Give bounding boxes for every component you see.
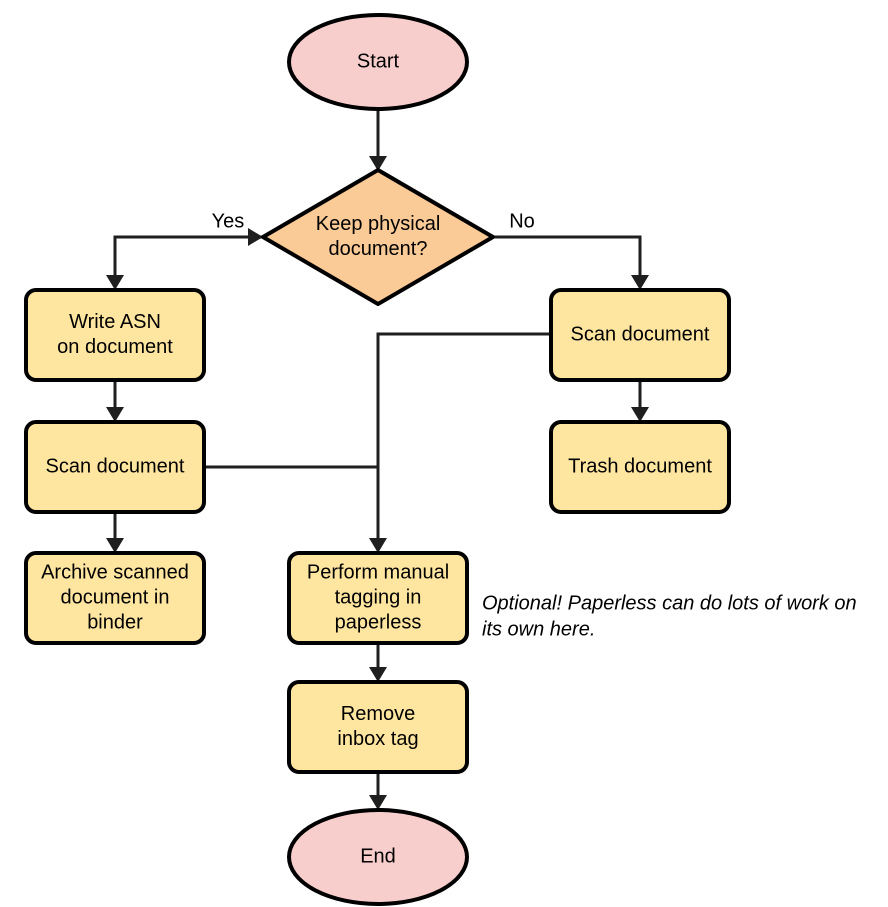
edge-layer: Yes No <box>106 109 649 810</box>
node-label-keep-physical: Keep physical <box>316 213 441 235</box>
node-label-scan-document-left: Scan document <box>46 455 185 477</box>
process-shape <box>24 420 206 514</box>
annotation-line: Optional! Paperless can do lots of work … <box>482 592 857 614</box>
edge-label-decision-yes: Yes <box>212 210 245 232</box>
arrowhead-icon <box>248 228 263 246</box>
node-label-trash-document: Trash document <box>568 455 712 477</box>
node-label-manual-tagging: tagging in <box>335 586 422 608</box>
edge-decision-no: No <box>478 210 649 290</box>
node-manual-tagging[interactable]: Perform manual tagging in paperless <box>287 551 469 645</box>
terminator-shape <box>287 808 469 906</box>
node-end[interactable]: End <box>287 808 469 906</box>
node-keep-physical[interactable]: Keep physical document? <box>261 168 495 306</box>
edge-tagging-to-remove-tag <box>369 643 387 682</box>
node-label-manual-tagging: paperless <box>335 611 422 633</box>
terminator-shape <box>287 13 469 111</box>
process-shape <box>24 551 206 645</box>
edge-scan-right-to-trash <box>631 380 649 422</box>
arrowhead-icon <box>106 275 124 290</box>
arrowhead-icon <box>369 667 387 682</box>
process-shape <box>287 551 469 645</box>
node-label-archive-binder: document in <box>61 586 170 608</box>
annotation-optional-note: Optional! Paperless can do lots of work … <box>482 592 857 640</box>
edge-remove-tag-to-end <box>369 772 387 810</box>
edge-path <box>376 332 551 546</box>
node-label-archive-binder: Archive scanned <box>41 561 189 583</box>
arrowhead-icon <box>106 407 124 422</box>
arrowhead-icon <box>631 275 649 290</box>
node-trash-document[interactable]: Trash document <box>549 420 731 514</box>
edge-decision-yes: Yes <box>106 210 263 290</box>
edge-label-decision-no: No <box>509 210 535 232</box>
edge-scan-right-to-tagging <box>369 332 551 553</box>
edge-path <box>493 235 642 283</box>
node-label-scan-document-right: Scan document <box>571 323 710 345</box>
node-scan-document-left[interactable]: Scan document <box>24 420 206 514</box>
annotation-layer: Optional! Paperless can do lots of work … <box>482 592 857 640</box>
arrowhead-icon <box>106 538 124 553</box>
node-archive-binder[interactable]: Archive scanned document in binder <box>24 551 206 645</box>
node-label-remove-inbox-tag: inbox tag <box>337 728 418 750</box>
node-label-start: Start <box>357 50 400 72</box>
node-label-write-asn: Write ASN <box>69 311 161 333</box>
edge-start-to-decision <box>369 109 387 171</box>
annotation-line: its own here. <box>482 618 595 640</box>
process-shape <box>24 288 206 382</box>
process-shape <box>287 680 469 774</box>
node-label-keep-physical: document? <box>329 238 428 260</box>
node-remove-inbox-tag[interactable]: Remove inbox tag <box>287 680 469 774</box>
arrowhead-icon <box>369 156 387 171</box>
node-label-remove-inbox-tag: Remove <box>341 703 415 725</box>
node-start[interactable]: Start <box>287 13 469 111</box>
node-label-archive-binder: binder <box>87 611 143 633</box>
arrowhead-icon <box>631 407 649 422</box>
node-label-write-asn: on document <box>57 336 173 358</box>
node-label-manual-tagging: Perform manual <box>307 561 449 583</box>
arrowhead-icon <box>369 538 387 553</box>
decision-shape <box>261 168 495 306</box>
edge-path <box>113 235 263 283</box>
edge-scan-left-to-archive <box>106 512 124 553</box>
node-write-asn[interactable]: Write ASN on document <box>24 288 206 382</box>
process-shape <box>549 420 731 514</box>
arrowhead-icon <box>369 795 387 810</box>
node-scan-document-right[interactable]: Scan document <box>549 288 731 382</box>
process-shape <box>549 288 731 382</box>
node-label-end: End <box>360 845 396 867</box>
edge-write-asn-to-scan <box>106 380 124 422</box>
